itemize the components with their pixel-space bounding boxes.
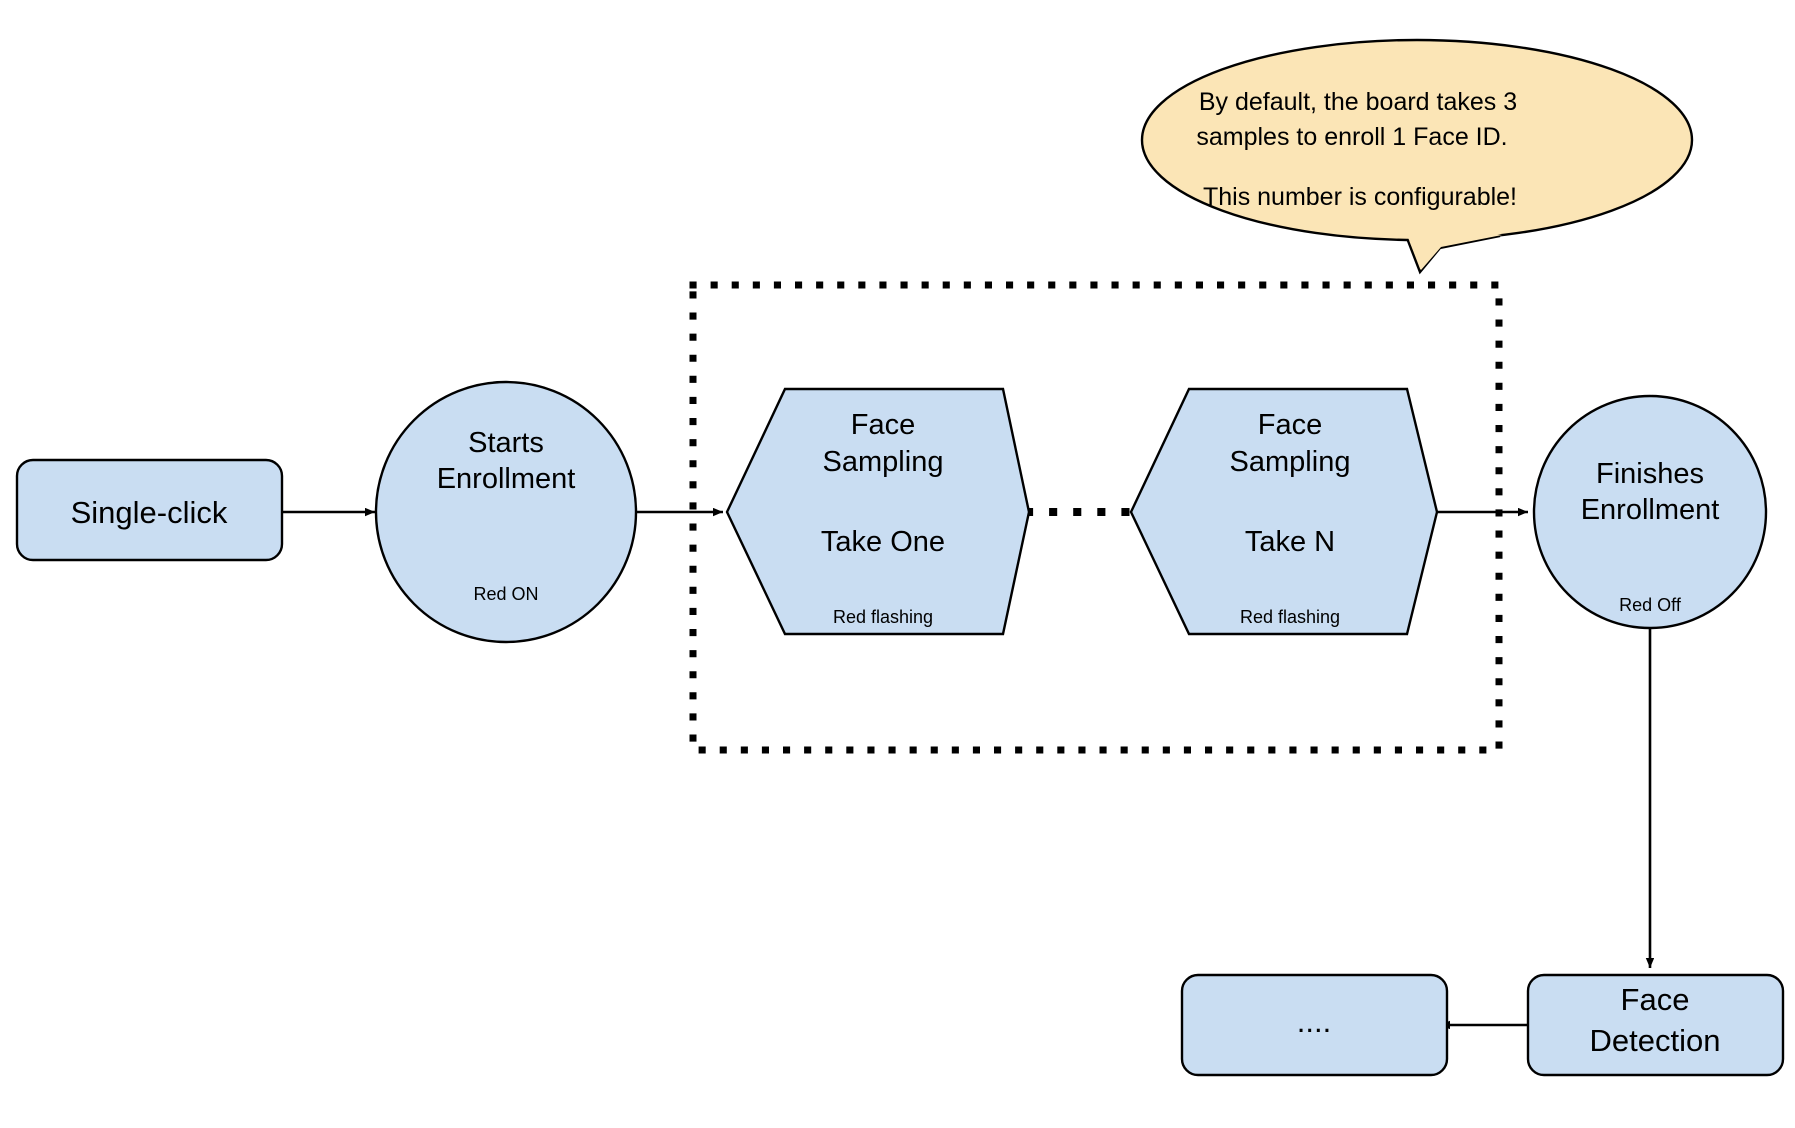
callout-tail-fill — [1399, 215, 1502, 270]
face-sampling-one-take-label: Take One — [821, 526, 945, 558]
node-finishes-enrollment[interactable]: Finishes Enrollment Red Off — [1532, 394, 1768, 630]
face-sampling-one-label-line1: Face — [851, 409, 915, 441]
face-detection-label-line1: Face — [1621, 982, 1690, 1017]
node-starts-enrollment[interactable]: Starts Enrollment Red ON — [374, 380, 638, 644]
callout-line-1: By default, the board takes 3 — [1199, 88, 1517, 116]
starts-enrollment-label-line1: Starts — [468, 427, 544, 459]
finishes-enrollment-label-line1: Finishes — [1596, 458, 1704, 490]
face-sampling-n-status: Red flashing — [1240, 607, 1340, 627]
callout-line-2: samples to enroll 1 Face ID. — [1196, 123, 1507, 151]
face-detection-label-line2: Detection — [1590, 1023, 1721, 1058]
finishes-enrollment-shape — [1532, 394, 1768, 630]
single-click-label: Single-click — [71, 495, 228, 530]
finishes-enrollment-status: Red Off — [1619, 595, 1682, 615]
face-sampling-n-shape — [1129, 387, 1439, 636]
more-steps-label: .... — [1297, 1004, 1331, 1039]
single-click-shape — [15, 458, 284, 562]
face-sampling-one-shape — [725, 387, 1031, 636]
face-sampling-n-take-label: Take N — [1245, 526, 1335, 558]
face-sampling-one-status: Red flashing — [833, 607, 933, 627]
node-single-click[interactable]: Single-click — [15, 458, 284, 562]
more-steps-shape — [1180, 973, 1449, 1077]
node-face-sampling-one[interactable]: Face Sampling Take One Red flashing — [725, 387, 1031, 636]
node-face-sampling-n[interactable]: Face Sampling Take N Red flashing — [1129, 387, 1439, 636]
callout-bubble: By default, the board takes 3 samples to… — [1140, 38, 1694, 275]
face-sampling-one-label-line2: Sampling — [823, 446, 944, 478]
starts-enrollment-label-line2: Enrollment — [437, 463, 576, 495]
starts-enrollment-status: Red ON — [473, 584, 538, 604]
finishes-enrollment-label-line2: Enrollment — [1581, 494, 1720, 526]
face-sampling-n-label-line1: Face — [1258, 409, 1322, 441]
face-detection-shape — [1526, 973, 1785, 1077]
node-face-detection[interactable]: Face Detection — [1526, 973, 1785, 1077]
callout-line-3: This number is configurable! — [1203, 183, 1517, 211]
repeat-group-box — [689, 281, 1503, 754]
face-sampling-n-label-line2: Sampling — [1230, 446, 1351, 478]
starts-enrollment-shape — [374, 380, 638, 644]
node-more-steps[interactable]: .... — [1180, 973, 1449, 1077]
